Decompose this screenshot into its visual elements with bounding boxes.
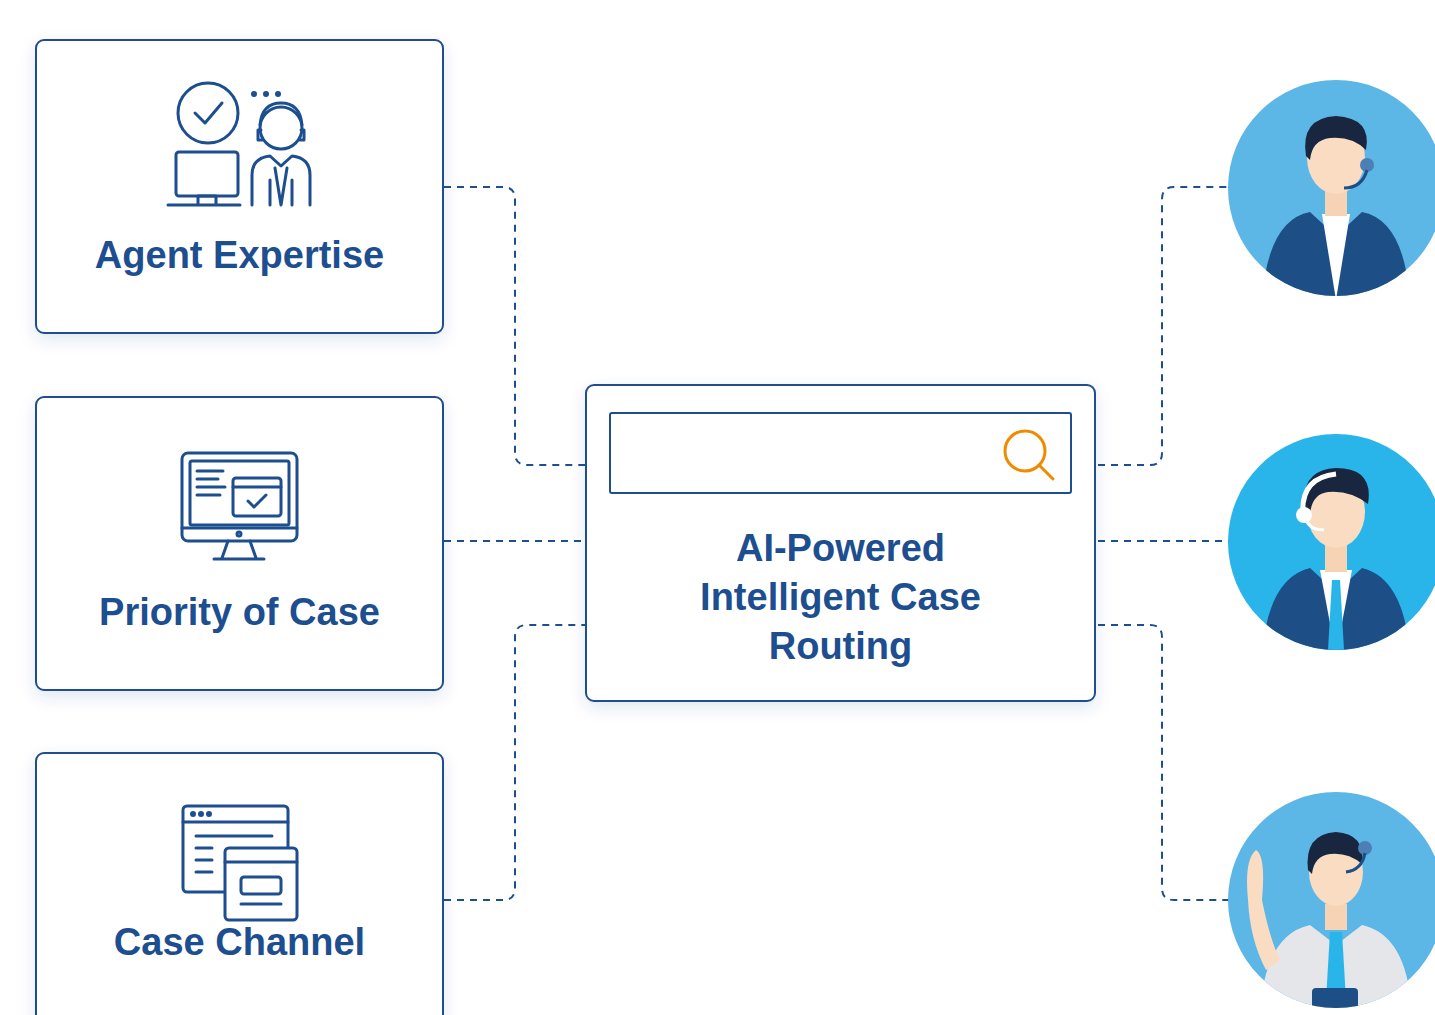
factor-box: Case Channel: [35, 752, 444, 1015]
agent-figure: [1228, 434, 1435, 656]
factor-label: Priority of Case: [99, 588, 380, 637]
window-icon: [183, 806, 297, 920]
agent-connectors: [1098, 187, 1230, 900]
agent-figure: [1228, 792, 1435, 1015]
monitor-icon: [182, 453, 297, 559]
dashed-connector: [444, 625, 585, 900]
agent-figure: [1228, 80, 1435, 300]
factor-label: Agent Expertise: [95, 231, 384, 280]
factor-box: Priority of Case: [35, 396, 444, 691]
routing-box: AI-Powered Intelligent Case Routing: [585, 384, 1096, 702]
dashed-connector: [444, 187, 585, 465]
factor-label: Case Channel: [114, 918, 365, 967]
box-fills: [35, 39, 1096, 1015]
routing-title: AI-Powered Intelligent Case Routing: [661, 524, 1021, 671]
factor-box: Agent Expertise: [35, 39, 444, 334]
dashed-connector: [444, 540, 585, 542]
agent-icon: [168, 83, 310, 205]
search-bar: [610, 413, 1071, 493]
